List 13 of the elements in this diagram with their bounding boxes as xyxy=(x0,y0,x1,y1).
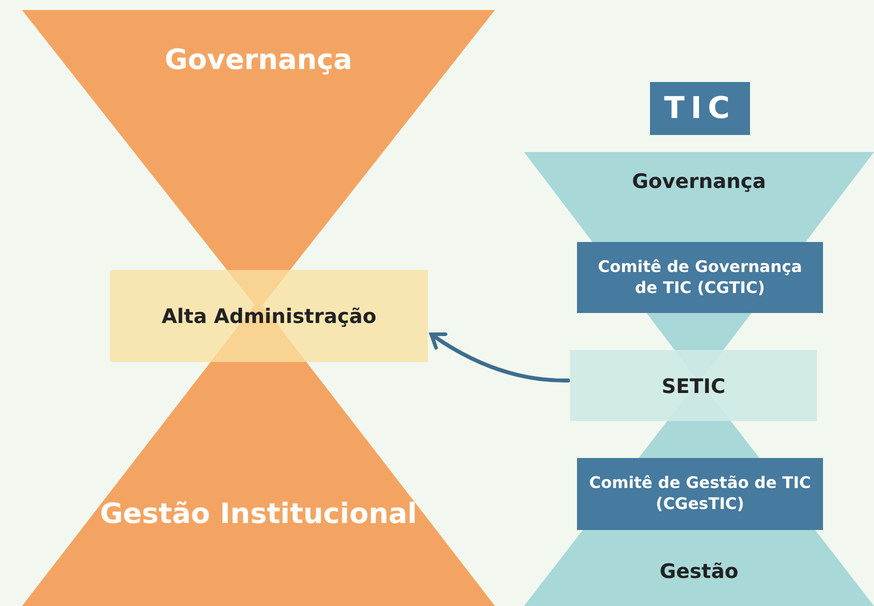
title-text: TIC xyxy=(664,90,736,128)
curved-arrow xyxy=(429,332,570,382)
triangle-label: Gestão xyxy=(660,558,738,584)
triangle-label: Governança xyxy=(632,168,766,194)
triangle-label: Governança xyxy=(164,42,352,78)
band-box xyxy=(110,270,428,362)
title-box xyxy=(650,82,750,135)
committee-label: Comitê de Gestão de TIC (CGesTIC) xyxy=(588,473,812,515)
committee-label: Comitê de Governança de TIC (CGTIC) xyxy=(597,256,803,298)
band-label: Alta Administração xyxy=(162,303,376,329)
band-label: SETIC xyxy=(662,372,726,398)
band-box xyxy=(570,350,817,421)
triangle-label: Gestão Institucional xyxy=(100,496,418,532)
